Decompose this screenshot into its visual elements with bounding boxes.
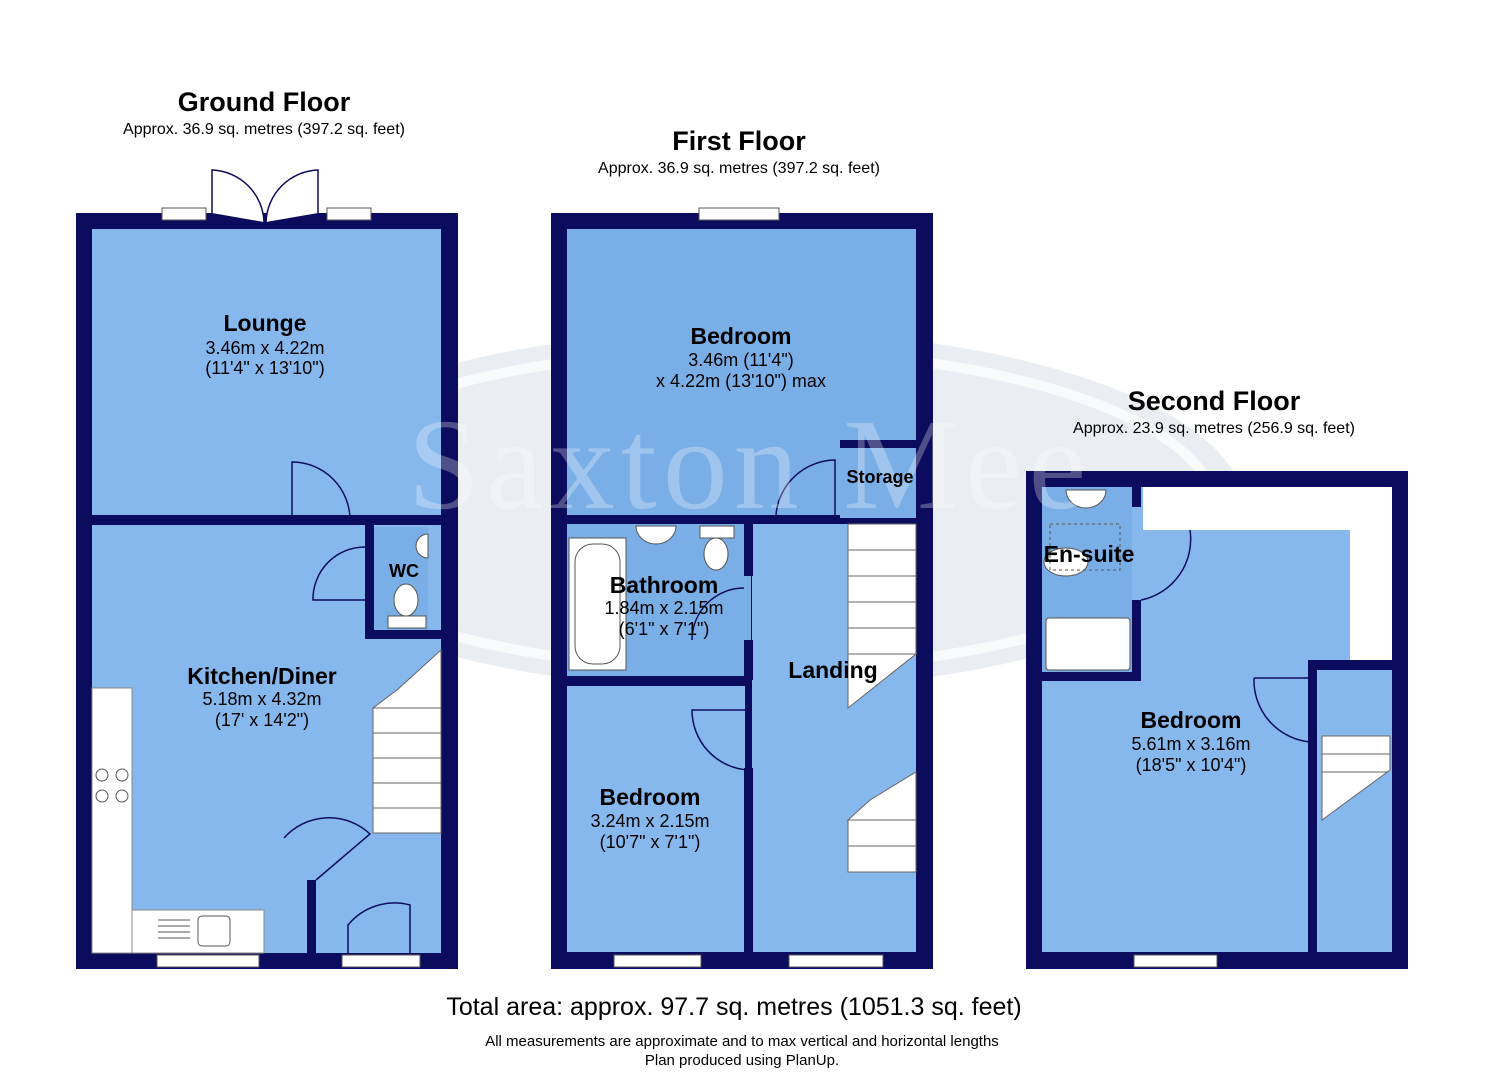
bedroom1-wall <box>567 515 767 524</box>
wc-label: WC <box>389 561 419 581</box>
lounge-dimensions: 3.46m x 4.22m <box>205 338 325 358</box>
ground-staircase <box>371 648 442 834</box>
first-bedroom-small-dimensions: 3.24m x 2.15m <box>590 811 710 831</box>
bathroom-label: Bathroom <box>609 572 719 598</box>
kitchen-worktop <box>91 687 133 954</box>
ground-floor-area: Approx. 36.9 sq. metres (397.2 sq. feet) <box>123 121 405 138</box>
wc-wall-bottom <box>365 630 441 639</box>
second-doors <box>1140 529 1311 743</box>
first-bedroom-dimensions-2: x 4.22m (13'10") max <box>656 371 826 391</box>
ensuite-wall-bottom <box>1042 672 1141 681</box>
first-floor-title: First Floor <box>672 126 806 156</box>
first-floor-area: Approx. 36.9 sq. metres (397.2 sq. feet) <box>598 160 880 177</box>
second-stair-wall <box>1308 660 1408 669</box>
bathroom-wall <box>744 524 753 576</box>
first-bedroom-dimensions: 3.46m (11'4") <box>688 350 794 370</box>
kitchen-diner-label: Kitchen/Diner <box>187 663 337 689</box>
ground-windows <box>156 207 421 968</box>
bedroom-divider <box>744 768 753 952</box>
first-floor-plan <box>551 207 933 969</box>
second-floor-title: Second Floor <box>1127 386 1301 416</box>
sink-icon <box>158 915 231 947</box>
ensuite-wall-right <box>1132 487 1141 507</box>
total-area: Total area: approx. 97.7 sq. metres (105… <box>446 993 1022 1021</box>
hall-wall <box>307 880 316 953</box>
lounge-french-doors <box>211 169 319 223</box>
ensuite-label: En-suite <box>1043 541 1135 567</box>
storage-label: Storage <box>846 467 914 487</box>
ground-floor-title: Ground Floor <box>177 87 351 117</box>
second-floor-area: Approx. 23.9 sq. metres (256.9 sq. feet) <box>1073 420 1355 437</box>
kitchen-diner-dimensions-imperial: (17' x 14'2") <box>214 710 310 730</box>
bathroom-dimensions: 1.84m x 2.15m <box>604 598 724 618</box>
bathroom-wall-lower <box>744 640 753 680</box>
ensuite-fixtures-icon <box>1043 489 1131 671</box>
second-stair-wall-vert <box>1308 740 1317 952</box>
landing-label: Landing <box>788 657 878 683</box>
second-window <box>1133 954 1218 968</box>
measurement-note: All measurements are approximate and to … <box>485 1033 999 1050</box>
first-doors <box>691 459 836 771</box>
kitchen-diner-dimensions: 5.18m x 4.32m <box>202 689 322 709</box>
first-bedroom-small-dimensions-imperial: (10'7" x 7'1") <box>599 832 701 852</box>
first-bedroom-label: Bedroom <box>690 323 792 349</box>
second-bedroom-dimensions-imperial: (18'5" x 10'4") <box>1135 755 1247 775</box>
wc-wall-left <box>365 520 374 636</box>
bathtub-icon <box>568 525 735 671</box>
first-bedroom-small-room <box>567 686 745 952</box>
ensuite-wall-right-lower <box>1132 600 1141 680</box>
second-floor-plan <box>1026 471 1408 969</box>
storage-wall <box>840 440 916 448</box>
second-bedroom-label: Bedroom <box>1140 707 1242 733</box>
lounge-label: Lounge <box>223 310 307 336</box>
bath-divider <box>567 676 751 686</box>
bathroom-dimensions-imperial: (6'1" x 7'1") <box>618 619 710 639</box>
first-windows <box>613 207 884 968</box>
wc-toilet-icon <box>387 533 429 629</box>
storage-room <box>840 448 916 518</box>
first-bedroom-small-label: Bedroom <box>599 784 701 810</box>
ground-doors <box>283 461 411 960</box>
first-staircase <box>846 523 918 873</box>
ground-floor-plan <box>76 169 458 969</box>
eaves-void <box>1143 487 1392 660</box>
lounge-room <box>92 229 441 515</box>
second-staircase <box>1321 735 1391 821</box>
second-bedroom-dimensions: 5.61m x 3.16m <box>1131 734 1251 754</box>
lounge-dimensions-imperial: (11'4" x 13'10") <box>205 358 325 378</box>
planup-credit: Plan produced using PlanUp. <box>644 1052 840 1069</box>
hob-icon <box>95 768 129 803</box>
